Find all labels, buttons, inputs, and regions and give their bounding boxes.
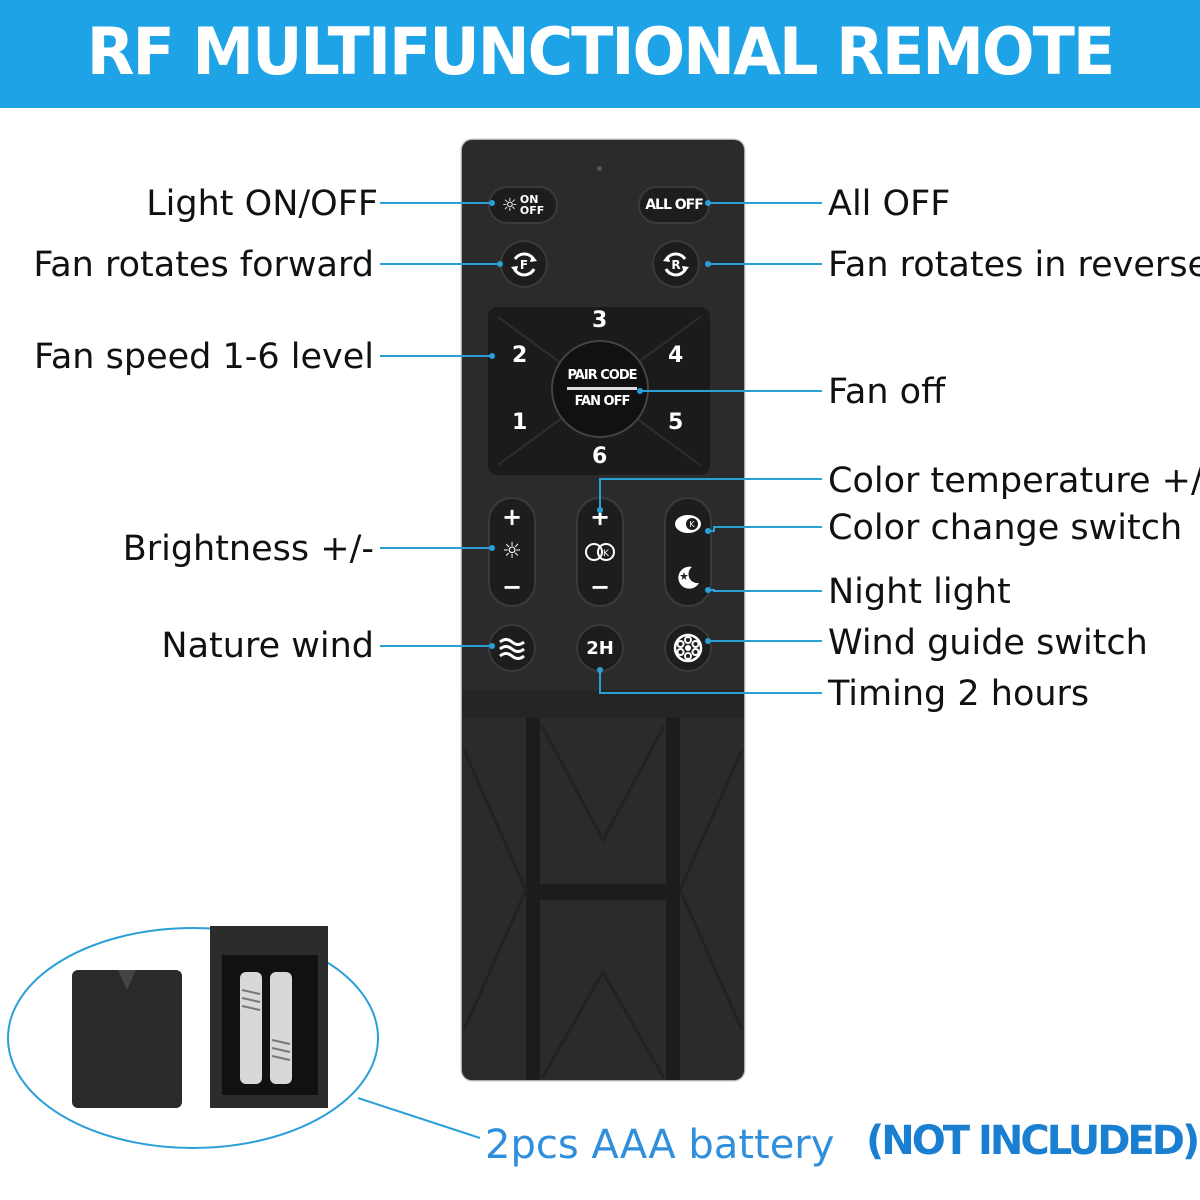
speed-2-button[interactable]: 2 [512, 343, 528, 368]
brightness-plus[interactable]: + [501, 503, 523, 531]
color-temp-minus[interactable]: − [589, 572, 611, 601]
label-nature-wind: Nature wind [161, 626, 374, 666]
label-night-light: Night light [828, 572, 1011, 612]
color-night-rocker: K [664, 497, 712, 607]
speed-4-button[interactable]: 4 [668, 343, 684, 368]
wind-waves-icon [499, 638, 525, 660]
color-temp-plus[interactable]: + [589, 503, 611, 532]
label-wind-guide: Wind guide switch [828, 623, 1148, 663]
label-fan-forward: Fan rotates forward [33, 245, 374, 285]
label-light-on-off: Light ON/OFF [146, 184, 378, 224]
pair-code-fan-off-button[interactable]: PAIR CODE FAN OFF [551, 340, 649, 438]
svg-text:R: R [671, 258, 680, 272]
label-fan-speed: Fan speed 1-6 level [33, 337, 374, 377]
timer-2h-button[interactable]: 2H [576, 624, 624, 672]
color-change-icon: K [675, 515, 701, 533]
sun-icon: ☼ [501, 194, 518, 216]
label-fan-off: Fan off [828, 372, 946, 412]
color-change-button[interactable]: K [673, 513, 703, 535]
pair-divider [567, 387, 637, 390]
speed-5-button[interactable]: 5 [668, 410, 684, 435]
night-light-button[interactable] [674, 563, 702, 591]
remote-bottom-pattern [462, 690, 744, 1080]
fan-forward-button[interactable]: F [500, 240, 548, 288]
all-off-button[interactable]: ALL OFF [638, 186, 710, 224]
label-color-temperature: Color temperature +/- [828, 461, 1200, 501]
pair-code-label: PAIR CODE [567, 368, 637, 383]
wind-guide-button[interactable] [664, 624, 712, 672]
title-banner: RF MULTIFUNCTIONAL REMOTE CONTROL [0, 0, 1200, 178]
light-on-off-button[interactable]: ☼ ON OFF [488, 186, 558, 224]
brightness-minus[interactable]: − [501, 573, 523, 601]
color-temperature-icon: K [585, 542, 615, 561]
svg-text:F: F [520, 258, 528, 272]
rotate-reverse-icon: R [663, 252, 689, 277]
moon-icon [678, 566, 699, 589]
svg-text:K: K [689, 520, 695, 529]
remote-control-body [462, 140, 744, 1080]
led-indicator [597, 166, 602, 171]
fan-reverse-button[interactable]: R [652, 240, 700, 288]
speed-3-button[interactable]: 3 [592, 308, 608, 333]
on-label: ON [519, 193, 539, 206]
fan-off-label: FAN OFF [574, 394, 631, 409]
all-off-label: ALL OFF [645, 197, 704, 213]
label-timing: Timing 2 hours [828, 674, 1090, 714]
banner-title: RF MULTIFUNCTIONAL REMOTE CONTROL [86, 13, 1116, 178]
wind-guide-icon [673, 633, 703, 663]
rotate-forward-icon: F [511, 252, 537, 277]
battery-caption: 2pcs AAA battery [485, 1122, 835, 1168]
brightness-rocker[interactable]: + ☼ − [488, 497, 536, 607]
label-fan-reverse: Fan rotates in reverse [828, 245, 1200, 285]
label-all-off: All OFF [828, 184, 951, 224]
speed-1-button[interactable]: 1 [512, 410, 528, 435]
label-color-change: Color change switch [828, 508, 1183, 548]
svg-text:K: K [603, 549, 610, 559]
label-brightness: Brightness +/- [122, 529, 374, 569]
battery-not-included: (NOT INCLUDED) [866, 1118, 1200, 1164]
off-label: OFF [519, 204, 545, 217]
color-temperature-rocker[interactable]: + K − [576, 497, 624, 607]
timer-label: 2H [586, 637, 614, 659]
speed-6-button[interactable]: 6 [592, 444, 608, 469]
nature-wind-button[interactable] [488, 624, 536, 672]
sun-icon: ☼ [502, 539, 522, 564]
